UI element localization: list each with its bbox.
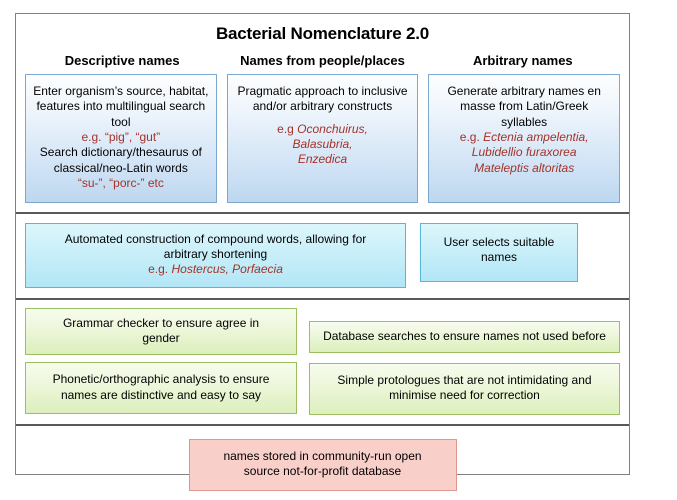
grammar-line-2: gender [142, 330, 180, 345]
people-places-example-name-3: Enzedica [297, 152, 348, 167]
arbitrary-line-2: masse from Latin/Greek [460, 99, 589, 114]
user-selects-box: User selects suitable names [420, 222, 578, 283]
storage-line-2: source not-for-profit database [243, 464, 402, 479]
phonetic-analysis-box: Phonetic/orthographic analysis to ensure… [25, 362, 297, 415]
compound-example: e.g. Hostercus, Porfaecia [35, 262, 396, 277]
user-selects-line-1: User selects suitable [443, 234, 555, 249]
arbitrary-line-1: Generate arbitrary names en [447, 84, 601, 98]
storage-line-1: names stored in community-run open [223, 448, 422, 463]
compound-construction-box: Automated construction of compound words… [25, 222, 406, 288]
compound-example-names: Hostercus, Porfaecia [171, 262, 283, 277]
arbitrary-example-1: e.g. Ectenia ampelentia, [436, 130, 612, 145]
descriptive-line-2: features into multilingual search [36, 99, 206, 114]
column-header-descriptive: Descriptive names [64, 53, 180, 68]
section-divider-1 [16, 211, 629, 214]
diagram-frame: Bacterial Nomenclature 2.0 Descriptive n… [15, 13, 630, 492]
people-places-names-box: Pragmatic approach to inclusive and/or a… [226, 74, 419, 203]
people-places-example-name-2: Balasubria, [292, 137, 353, 152]
section-divider-2 [16, 297, 629, 300]
people-places-line-1: Pragmatic approach to inclusive [237, 84, 408, 98]
descriptive-example-1: e.g. “pig”, “gut” [81, 130, 161, 145]
arbitrary-names-box: Generate arbitrary names en masse from L… [428, 74, 621, 203]
validation-column-right: Database searches to ensure names not us… [309, 308, 620, 415]
database-search-box: Database searches to ensure names not us… [309, 320, 620, 353]
arbitrary-example-name-3: Mateleptis altoritas [474, 160, 575, 175]
arbitrary-example-prefix: e.g. [459, 130, 480, 145]
validation-column-left: Grammar checker to ensure agree in gende… [25, 307, 297, 415]
column-headers: Descriptive names Names from people/plac… [16, 53, 629, 68]
arbitrary-line-3: syllables [501, 114, 548, 129]
phonetic-line-1: Phonetic/orthographic analysis to ensure [52, 372, 270, 387]
database-search-line-1: Database searches to ensure names not us… [323, 328, 606, 343]
people-places-example-1: e.g Oconchuirus, [235, 122, 411, 137]
descriptive-names-box: Enter organism’s source, habitat, featur… [25, 74, 217, 203]
protologue-line-1: Simple protologues that are not intimida… [337, 372, 592, 387]
descriptive-line-3: tool [111, 114, 131, 129]
grammar-line-1: Grammar checker to ensure agree in [62, 315, 260, 330]
protologue-box: Simple protologues that are not intimida… [309, 362, 620, 415]
phonetic-line-2: names are distinctive and easy to say [60, 387, 262, 402]
section-divider-3 [16, 423, 629, 426]
compound-line-2: arbitrary shortening [163, 246, 268, 261]
storage-database-box: names stored in community-run open sourc… [188, 438, 457, 492]
people-places-example-name-1: Oconchuirus, [297, 121, 368, 136]
compound-example-prefix: e.g. [148, 262, 169, 277]
section-name-generation: Enter organism’s source, habitat, featur… [16, 68, 629, 212]
spacer [235, 115, 411, 122]
column-header-arbitrary: Arbitrary names [472, 53, 573, 68]
people-places-line-2: and/or arbitrary constructs [252, 99, 393, 114]
column-header-people-places: Names from people/places [240, 53, 405, 68]
section-name-assembly: Automated construction of compound words… [16, 214, 629, 298]
descriptive-line-1: Enter organism’s source, habitat, [33, 84, 209, 98]
grammar-checker-box: Grammar checker to ensure agree in gende… [25, 307, 297, 356]
protologue-line-2: minimise need for correction [389, 388, 540, 403]
arbitrary-example-name-1: Ectenia ampelentia, [483, 130, 589, 145]
user-selects-line-2: names [480, 249, 518, 264]
descriptive-line-5: classical/neo-Latin words [53, 160, 188, 175]
descriptive-line-4: Search dictionary/thesaurus of [39, 145, 202, 160]
page-title: Bacterial Nomenclature 2.0 [215, 24, 430, 43]
section-name-storage: names stored in community-run open sourc… [16, 426, 629, 500]
descriptive-example-2: “su-”, “porc-” etc [77, 176, 164, 191]
arbitrary-example-name-2: Lubidellio furaxorea [471, 145, 577, 160]
compound-line-1: Automated construction of compound words… [64, 231, 367, 246]
people-places-example-prefix: e.g [277, 121, 294, 136]
section-name-validation: Grammar checker to ensure agree in gende… [16, 300, 629, 424]
